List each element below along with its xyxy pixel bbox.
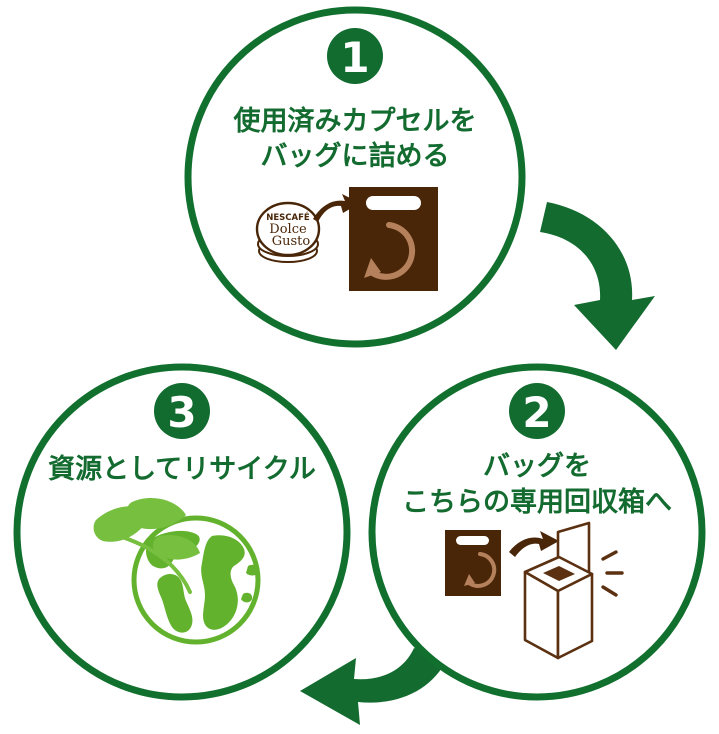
arrow-step1-to-step2-icon [540, 202, 655, 350]
bag-to-box-arrow-icon [509, 531, 559, 557]
step-1-number: 1 [340, 33, 369, 82]
capsule-to-bag-arrow-icon [313, 194, 360, 222]
globe-with-leaves-icon [93, 498, 261, 645]
step-2-number: 2 [522, 388, 551, 437]
step-3-number: 3 [167, 388, 196, 437]
step-2-circle [368, 363, 706, 701]
capsule-brand-text: NESCAFÉ [266, 211, 310, 223]
arrow-step2-to-step3-icon [300, 648, 447, 725]
recycling-bag-small-icon [445, 530, 501, 596]
recycling-bag-icon [349, 187, 438, 291]
step-1-text-line-1: 使用済みカプセルを [233, 105, 477, 137]
collection-box-icon [523, 521, 594, 660]
step-3-text-line-1: 資源としてリサイクル [48, 454, 316, 485]
collection-box-slot [543, 566, 575, 581]
step-3-badge [154, 383, 210, 439]
capsule-product-line-1: Dolce [269, 222, 307, 237]
capsule-product-line-2: Gusto [272, 234, 311, 249]
step-2-text-line-2: こちらの専用回収箱へ [402, 486, 672, 518]
globe-leaves [93, 498, 200, 594]
step-2-badge [509, 383, 565, 439]
bag-handle-slot-small [456, 536, 489, 545]
bag-handle-slot [366, 196, 421, 210]
capsule-icon: NESCAFÉ Dolce Gusto [255, 201, 321, 263]
step-1-text-line-2: バッグに詰める [261, 140, 450, 172]
step-1-badge [327, 28, 383, 84]
box-motion-lines-icon [601, 550, 624, 597]
step-2-text-line-1: バッグを [483, 450, 591, 482]
